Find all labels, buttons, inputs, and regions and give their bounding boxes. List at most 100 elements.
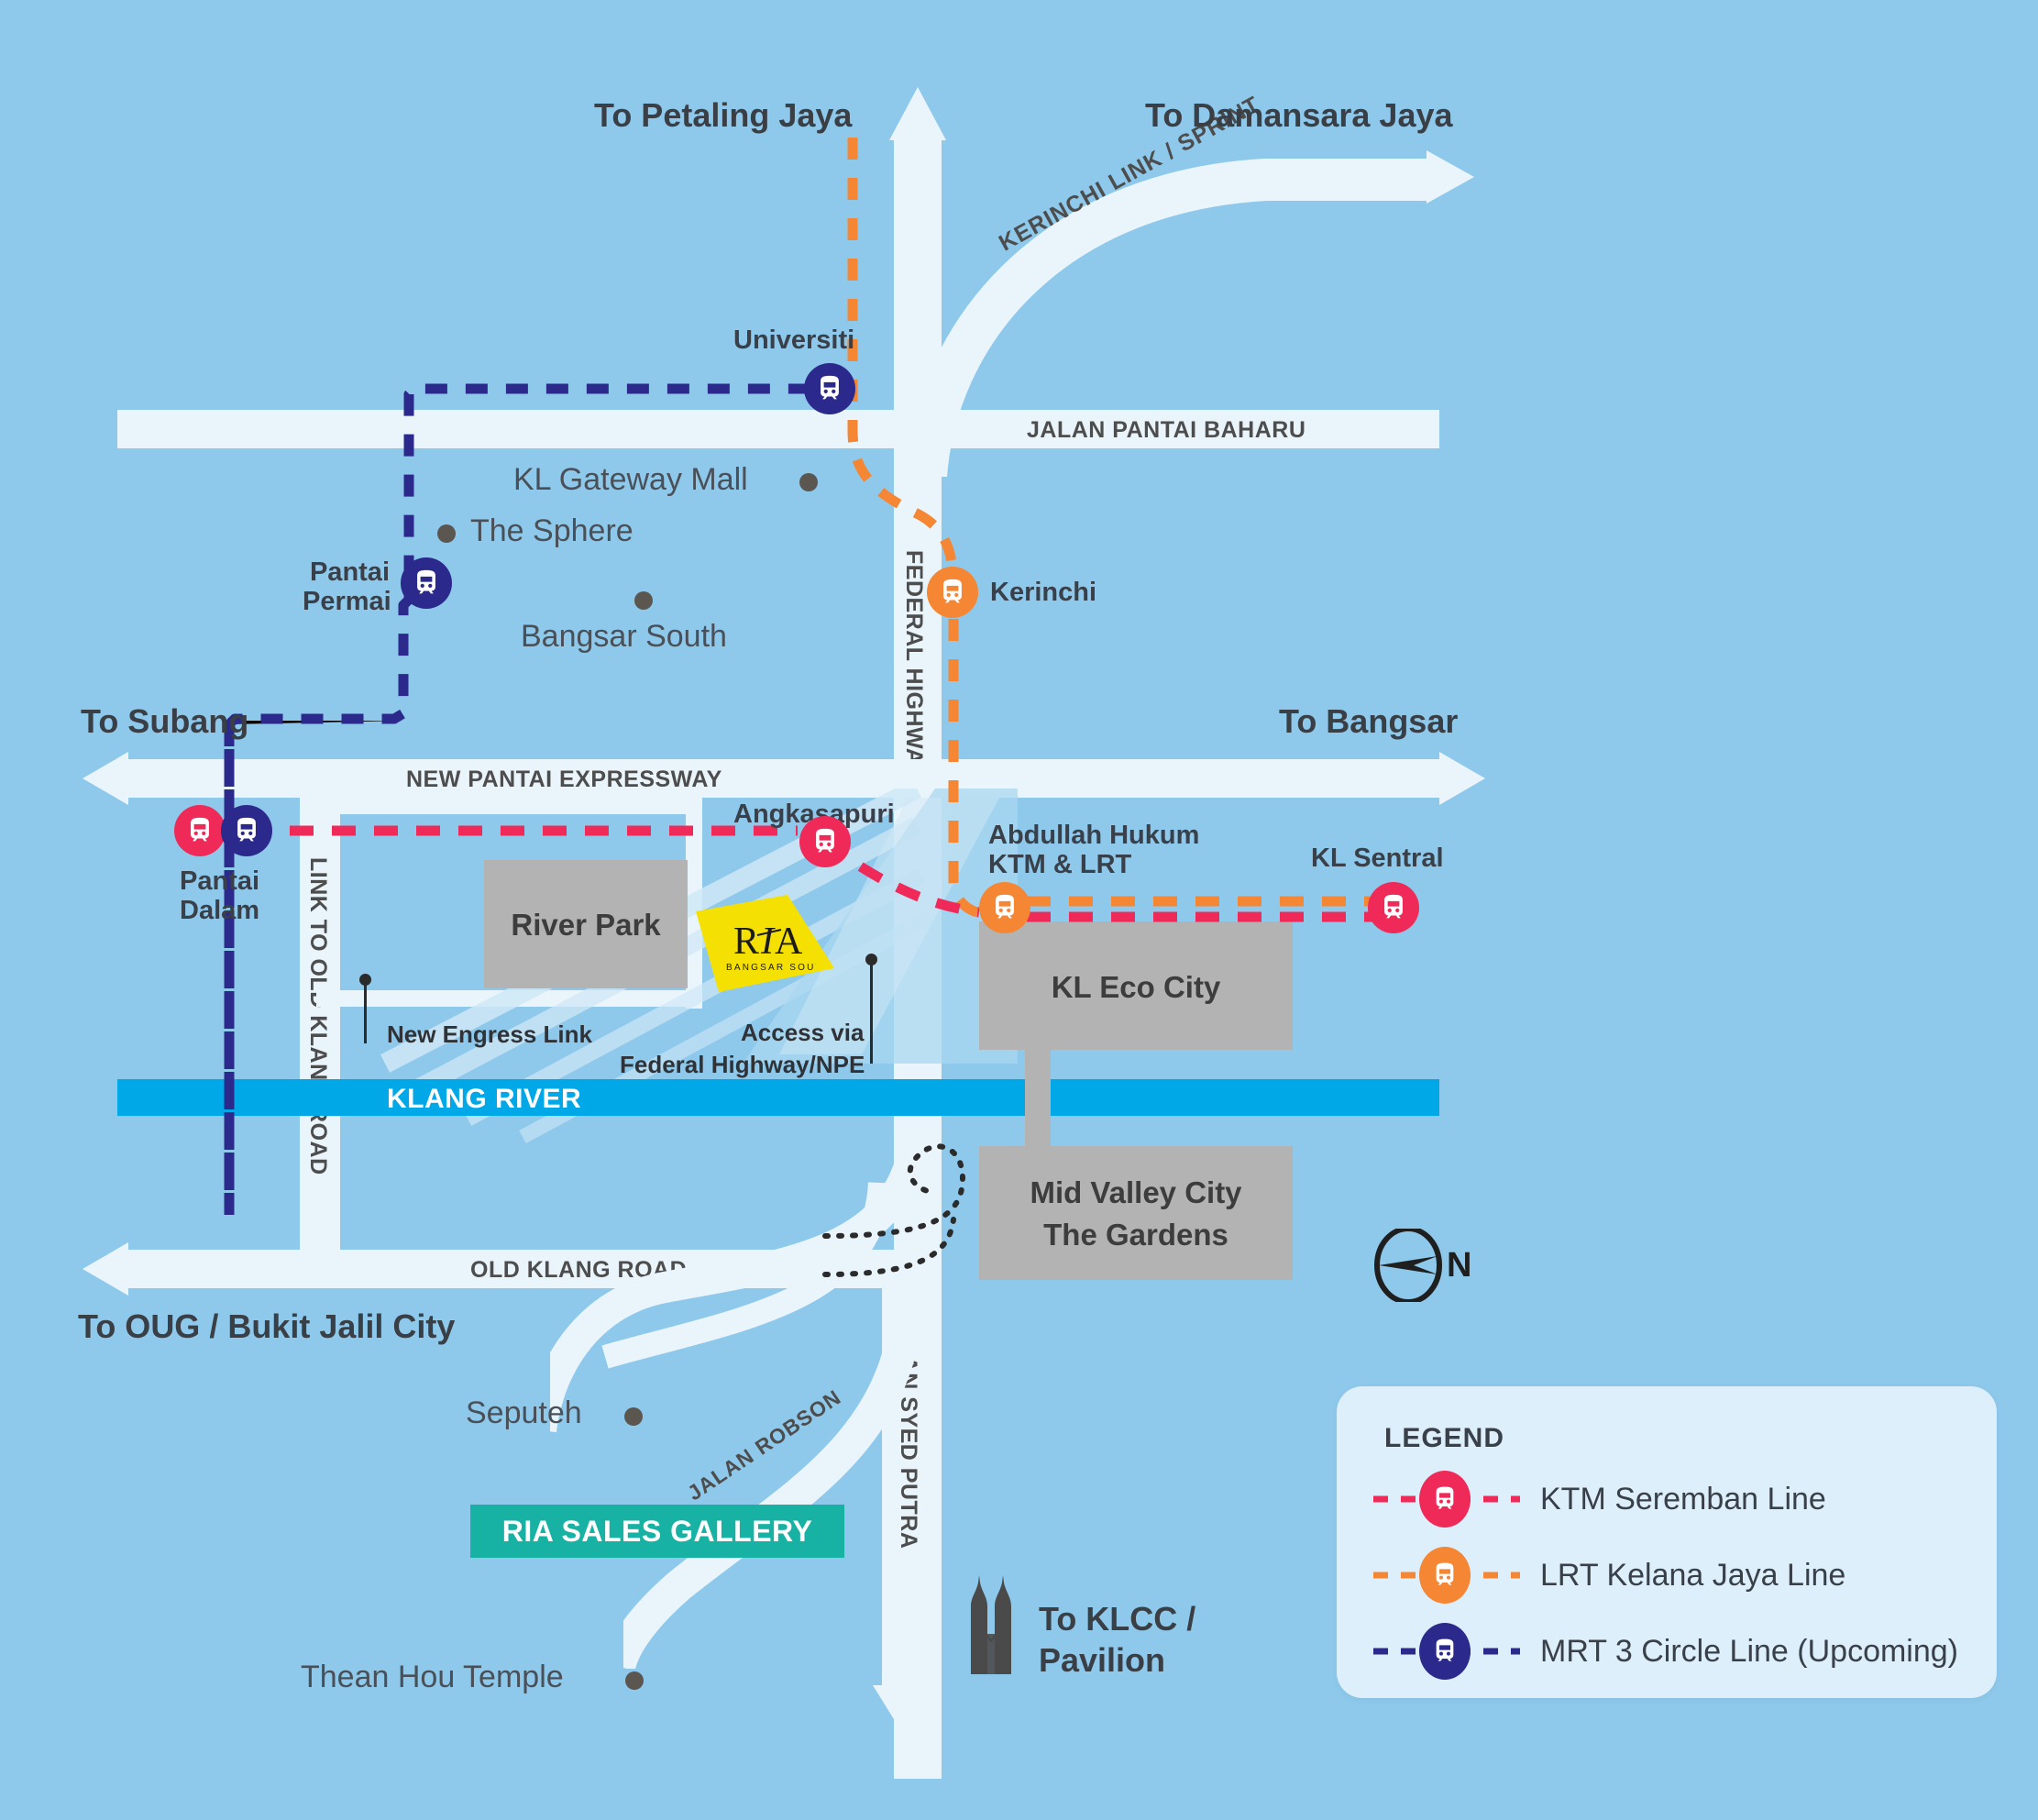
river-label-klang-river: KLANG RIVER xyxy=(387,1084,582,1114)
station-marker-abdullah-hukum[interactable] xyxy=(979,882,1030,933)
block-mid-valley-city xyxy=(979,1146,1293,1280)
road-jalan-pantai-baharu xyxy=(117,410,1439,448)
station-label-pantai-permai-line2: Permai xyxy=(303,587,391,616)
poi-dot-thean-hou-temple xyxy=(625,1671,644,1690)
legend-item-lrt-kelana-jaya-line[interactable]: LRT Kelana Jaya Line xyxy=(1373,1547,1846,1604)
station-marker-kerinchi[interactable] xyxy=(927,567,978,618)
arrow-to-bangsar xyxy=(1439,752,1485,805)
dash-line-lrt xyxy=(1373,1572,1520,1579)
train-icon xyxy=(996,894,1014,919)
block-label-river-park: River Park xyxy=(511,908,661,942)
pin-stem-access-via-federal-npe xyxy=(870,963,873,1064)
station-label-pantai-dalam-line2: Dalam xyxy=(180,896,260,925)
klang-river xyxy=(117,1079,1439,1116)
station-label-pantai-dalam-line1: Pantai xyxy=(180,866,260,896)
poi-dot-the-sphere xyxy=(437,524,456,543)
train-icon xyxy=(943,579,962,603)
svg-text:A: A xyxy=(775,921,803,963)
legend-label-mrt3-circle-line: MRT 3 Circle Line (Upcoming) xyxy=(1540,1633,1958,1669)
legend-label-ktm-seremban-line: KTM Seremban Line xyxy=(1540,1481,1826,1517)
station-marker-universiti[interactable] xyxy=(804,363,855,414)
poi-label-the-sphere: The Sphere xyxy=(470,513,633,548)
block-label-mid-valley-city-line1: Mid Valley City xyxy=(1030,1175,1242,1209)
pin-stem-new-engress-link xyxy=(364,983,367,1043)
dash-line-ktm xyxy=(1373,1495,1520,1503)
train-icon xyxy=(1384,894,1403,919)
road-link-to-old-klang-road xyxy=(300,789,340,1256)
poi-label-kl-gateway-mall: KL Gateway Mall xyxy=(513,462,748,497)
destination-label-petaling-jaya: To Petaling Jaya xyxy=(594,96,853,134)
station-label-kl-sentral: KL Sentral xyxy=(1311,844,1444,873)
poi-label-seputeh: Seputeh xyxy=(466,1395,582,1430)
annotation-access-via-line1: Access via xyxy=(741,1019,865,1046)
arrow-to-subang xyxy=(83,752,128,805)
legend-label-lrt-kelana-jaya-line: LRT Kelana Jaya Line xyxy=(1540,1557,1846,1593)
annotation-access-via-line2: Federal Highway/NPE xyxy=(620,1051,865,1078)
svg-text:R: R xyxy=(733,921,760,963)
legend-badge-ktm xyxy=(1419,1471,1471,1528)
destination-label-klcc-pavilion-line1: To KLCC / xyxy=(1039,1600,1196,1638)
station-label-kerinchi: Kerinchi xyxy=(990,578,1097,607)
arrow-to-oug xyxy=(83,1242,128,1296)
legend-badge-lrt xyxy=(1419,1547,1471,1604)
station-marker-pantai-dalam-mrt3[interactable] xyxy=(221,805,272,856)
station-label-abdullah-hukum-line1: Abdullah Hukum xyxy=(988,821,1200,850)
petronas-twin-towers-icon xyxy=(971,1575,1011,1674)
train-icon xyxy=(1436,1638,1454,1661)
ria-logo-mark: R I A BANGSAR SOUTH xyxy=(726,921,816,973)
destination-label-bangsar: To Bangsar xyxy=(1279,702,1459,740)
compass-label-north: N xyxy=(1447,1246,1472,1285)
legend-item-mrt3-circle-line[interactable]: MRT 3 Circle Line (Upcoming) xyxy=(1373,1623,1958,1680)
road-interior-horizontal-1 xyxy=(316,798,701,814)
arrow-to-south xyxy=(873,1685,939,1738)
poi-dot-kl-gateway-mall xyxy=(799,473,818,491)
legend-icon-mrt3-circle-line xyxy=(1373,1623,1520,1680)
train-icon xyxy=(237,817,256,842)
block-river-park xyxy=(484,860,688,988)
destination-label-damansara-jaya: To Damansara Jaya xyxy=(1145,96,1453,134)
ria-sales-gallery-badge[interactable]: RIA SALES GALLERY xyxy=(470,1505,844,1558)
station-label-abdullah-hukum-line2: KTM & LRT xyxy=(988,850,1132,879)
road-federal-highway-upper xyxy=(894,138,942,550)
train-icon xyxy=(417,569,435,594)
station-label-pantai-permai-line1: Pantai xyxy=(309,557,390,587)
destination-label-klcc-pavilion-line2: Pavilion xyxy=(1039,1641,1166,1679)
block-label-kl-eco-city: KL Eco City xyxy=(1051,970,1221,1004)
block-label-mid-valley-city-line2: The Gardens xyxy=(1043,1218,1228,1252)
train-icon xyxy=(1436,1562,1454,1585)
train-icon xyxy=(191,817,209,842)
poi-dot-seputeh xyxy=(624,1407,643,1426)
station-marker-pantai-permai[interactable] xyxy=(401,557,452,609)
road-wedge-npe xyxy=(743,789,1018,1064)
legend-item-ktm-seremban-line[interactable]: KTM Seremban Line xyxy=(1373,1471,1826,1528)
annotation-new-engress-link: New Engress Link xyxy=(387,1020,592,1048)
station-marker-kl-sentral[interactable] xyxy=(1368,882,1419,933)
pin-dot-access-via-federal-npe xyxy=(865,954,877,965)
pin-dot-new-engress-link xyxy=(359,974,371,986)
train-icon xyxy=(816,828,834,853)
road-label-new-pantai-expressway: NEW PANTAI EXPRESSWAY xyxy=(406,767,722,792)
svg-text:BANGSAR SOUTH: BANGSAR SOUTH xyxy=(726,963,816,973)
train-icon xyxy=(1436,1486,1454,1509)
road-interchange-ramps xyxy=(550,1128,932,1433)
station-marker-pantai-dalam-ktm[interactable] xyxy=(174,805,226,856)
legend-icon-ktm-seremban-line xyxy=(1373,1471,1520,1528)
arrow-to-damansara-jaya xyxy=(1427,150,1474,204)
station-label-universiti: Universiti xyxy=(733,325,855,355)
legend-title: LEGEND xyxy=(1384,1423,1505,1453)
arrow-to-petaling-jaya xyxy=(889,87,946,140)
compass-icon xyxy=(1374,1229,1442,1302)
legend-icon-lrt-kelana-jaya-line xyxy=(1373,1547,1520,1604)
block-kl-eco-city xyxy=(979,921,1293,1050)
road-label-jalan-pantai-baharu: JALAN PANTAI BAHARU xyxy=(1027,417,1306,443)
poi-label-thean-hou-temple: Thean Hou Temple xyxy=(301,1660,564,1694)
poi-dot-bangsar-south xyxy=(634,591,653,610)
station-marker-angkasapuri[interactable] xyxy=(799,816,851,867)
dash-line-mrt3 xyxy=(1373,1648,1520,1655)
block-connector-stem xyxy=(1025,1050,1051,1146)
destination-label-subang: To Subang xyxy=(81,702,249,740)
ria-parcel xyxy=(696,895,834,992)
poi-label-bangsar-south: Bangsar South xyxy=(521,619,727,654)
